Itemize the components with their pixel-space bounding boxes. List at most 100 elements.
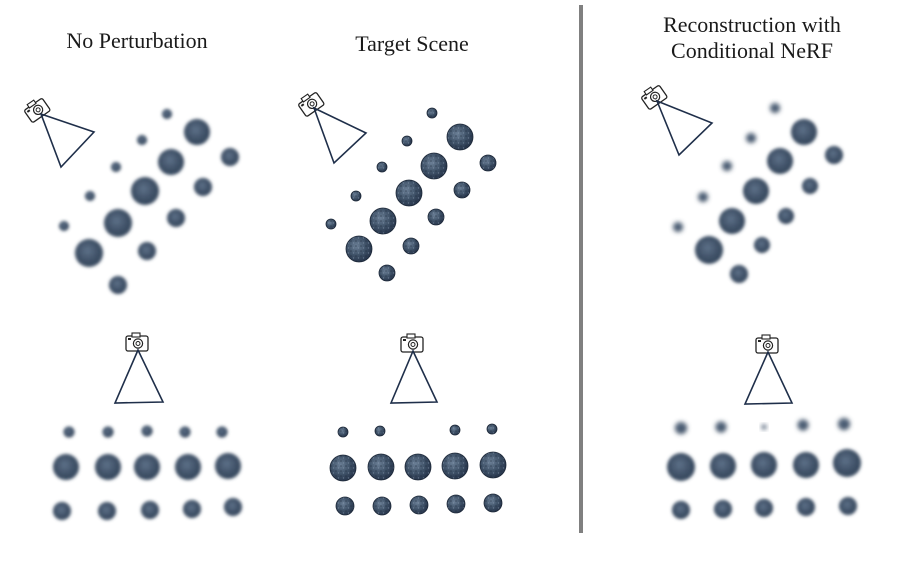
sphere: [63, 426, 75, 438]
column-divider: [579, 5, 583, 533]
sphere: [158, 149, 184, 175]
sphere: [767, 148, 793, 174]
sphere: [374, 425, 386, 437]
view-frustum: [743, 350, 794, 405]
sphere: [715, 421, 727, 433]
sphere: [404, 453, 432, 481]
sphere: [395, 179, 423, 207]
sphere: [85, 191, 95, 201]
sphere: [183, 500, 201, 518]
sphere: [675, 422, 687, 434]
sphere: [137, 135, 147, 145]
sphere: [75, 239, 103, 267]
sphere: [483, 493, 503, 513]
sphere: [369, 207, 397, 235]
camera-icon: [298, 92, 325, 117]
sphere: [350, 190, 362, 202]
sphere: [446, 123, 474, 151]
sphere: [109, 276, 127, 294]
view-frustum: [655, 99, 714, 157]
view-frustum: [312, 106, 368, 165]
sphere: [402, 237, 420, 255]
sphere: [111, 162, 121, 172]
sphere: [345, 235, 373, 263]
sphere: [179, 426, 191, 438]
sphere: [839, 497, 857, 515]
sphere: [761, 424, 767, 430]
camera-icon: [641, 85, 668, 110]
sphere: [667, 453, 695, 481]
sphere: [791, 119, 817, 145]
view-frustum: [39, 112, 96, 169]
sphere: [138, 242, 156, 260]
sphere: [337, 426, 349, 438]
sphere: [446, 494, 466, 514]
sphere: [698, 192, 708, 202]
sphere: [401, 135, 413, 147]
sphere: [215, 453, 241, 479]
sphere: [378, 264, 396, 282]
sphere: [134, 454, 160, 480]
sphere: [221, 148, 239, 166]
sphere: [53, 502, 71, 520]
sphere: [730, 265, 748, 283]
sphere: [449, 424, 461, 436]
sphere: [714, 500, 732, 518]
sphere: [329, 454, 357, 482]
sphere: [672, 501, 690, 519]
sphere: [673, 222, 683, 232]
scene-layer: [24, 85, 861, 520]
sphere: [175, 454, 201, 480]
sphere: [420, 152, 448, 180]
sphere: [479, 154, 497, 172]
sphere: [325, 218, 337, 230]
sphere: [167, 209, 185, 227]
sphere: [695, 236, 723, 264]
title-line: No Perturbation: [66, 28, 208, 53]
title-line: Target Scene: [355, 31, 469, 56]
sphere: [376, 161, 388, 173]
sphere: [751, 452, 777, 478]
sphere: [104, 209, 132, 237]
view-frustum: [389, 349, 439, 404]
sphere: [453, 181, 471, 199]
sphere: [216, 426, 228, 438]
sphere: [797, 498, 815, 516]
sphere: [719, 208, 745, 234]
title-line: Conditional NeRF: [671, 38, 833, 63]
sphere: [335, 496, 355, 516]
sphere: [53, 454, 79, 480]
column-title-reconstruction: Reconstruction with Conditional NeRF: [632, 12, 872, 64]
sphere: [838, 418, 850, 430]
sphere: [797, 419, 809, 431]
sphere: [778, 208, 794, 224]
title-line: Reconstruction with: [663, 12, 841, 37]
sphere: [102, 426, 114, 438]
sphere: [486, 423, 498, 435]
sphere: [162, 109, 172, 119]
sphere: [802, 178, 818, 194]
sphere: [141, 425, 153, 437]
sphere: [755, 499, 773, 517]
sphere: [184, 119, 210, 145]
sphere: [224, 498, 242, 516]
sphere: [833, 449, 861, 477]
view-frustum: [113, 348, 165, 404]
sphere: [131, 177, 159, 205]
sphere: [710, 453, 736, 479]
sphere: [95, 454, 121, 480]
sphere: [426, 107, 438, 119]
sphere: [479, 451, 507, 479]
sphere: [770, 103, 780, 113]
sphere: [194, 178, 212, 196]
column-title-target-scene: Target Scene: [300, 31, 524, 57]
sphere: [59, 221, 69, 231]
sphere: [743, 178, 769, 204]
sphere: [372, 496, 392, 516]
sphere: [722, 161, 732, 171]
sphere: [409, 495, 429, 515]
sphere: [441, 452, 469, 480]
column-title-no-perturbation: No Perturbation: [22, 28, 252, 54]
camera-icon: [400, 333, 424, 353]
